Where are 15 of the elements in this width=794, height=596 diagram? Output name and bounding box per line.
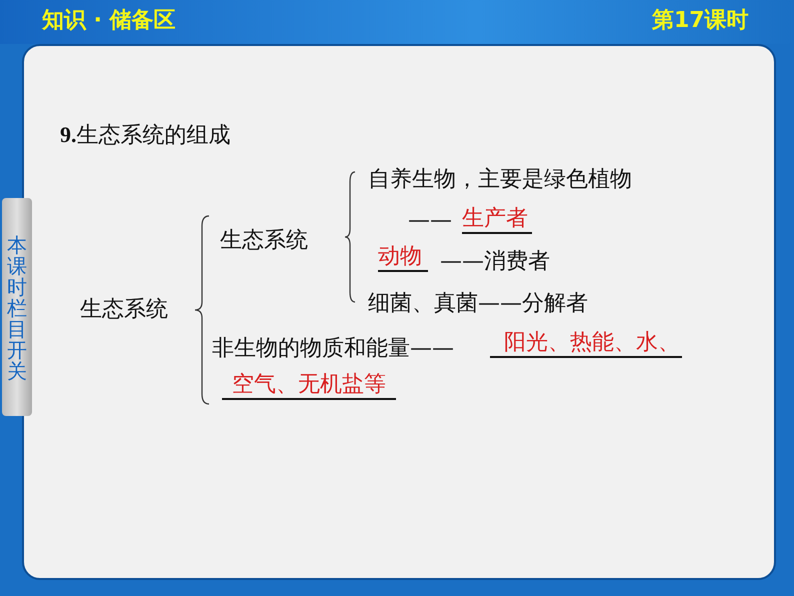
branch-text: 非生物的物质和能量—— — [212, 336, 454, 362]
fill-in-answer: 生产者 — [462, 206, 532, 234]
side-tab-label: 本课时栏目开关 — [7, 235, 27, 382]
branch-text: 生态系统 — [220, 228, 308, 254]
fill-in-answer: 阳光、热能、水、 — [490, 330, 682, 358]
header-title: 知识 · 储备区 — [42, 8, 176, 34]
leaf-text: ——消费者 — [440, 249, 550, 275]
dash-text: —— — [408, 208, 452, 234]
section-title: 9.生态系统的组成 — [60, 122, 230, 148]
leaf-text: 细菌、真菌——分解者 — [368, 291, 588, 317]
leaf-text: 自养生物，主要是绿色植物 — [368, 167, 632, 193]
tree-root-text: 生态系统 — [80, 297, 168, 323]
lesson-number: 第17课时 — [652, 8, 749, 34]
fill-in-answer: 空气、无机盐等 — [222, 372, 396, 400]
fill-in-answer: 动物 — [378, 244, 428, 272]
